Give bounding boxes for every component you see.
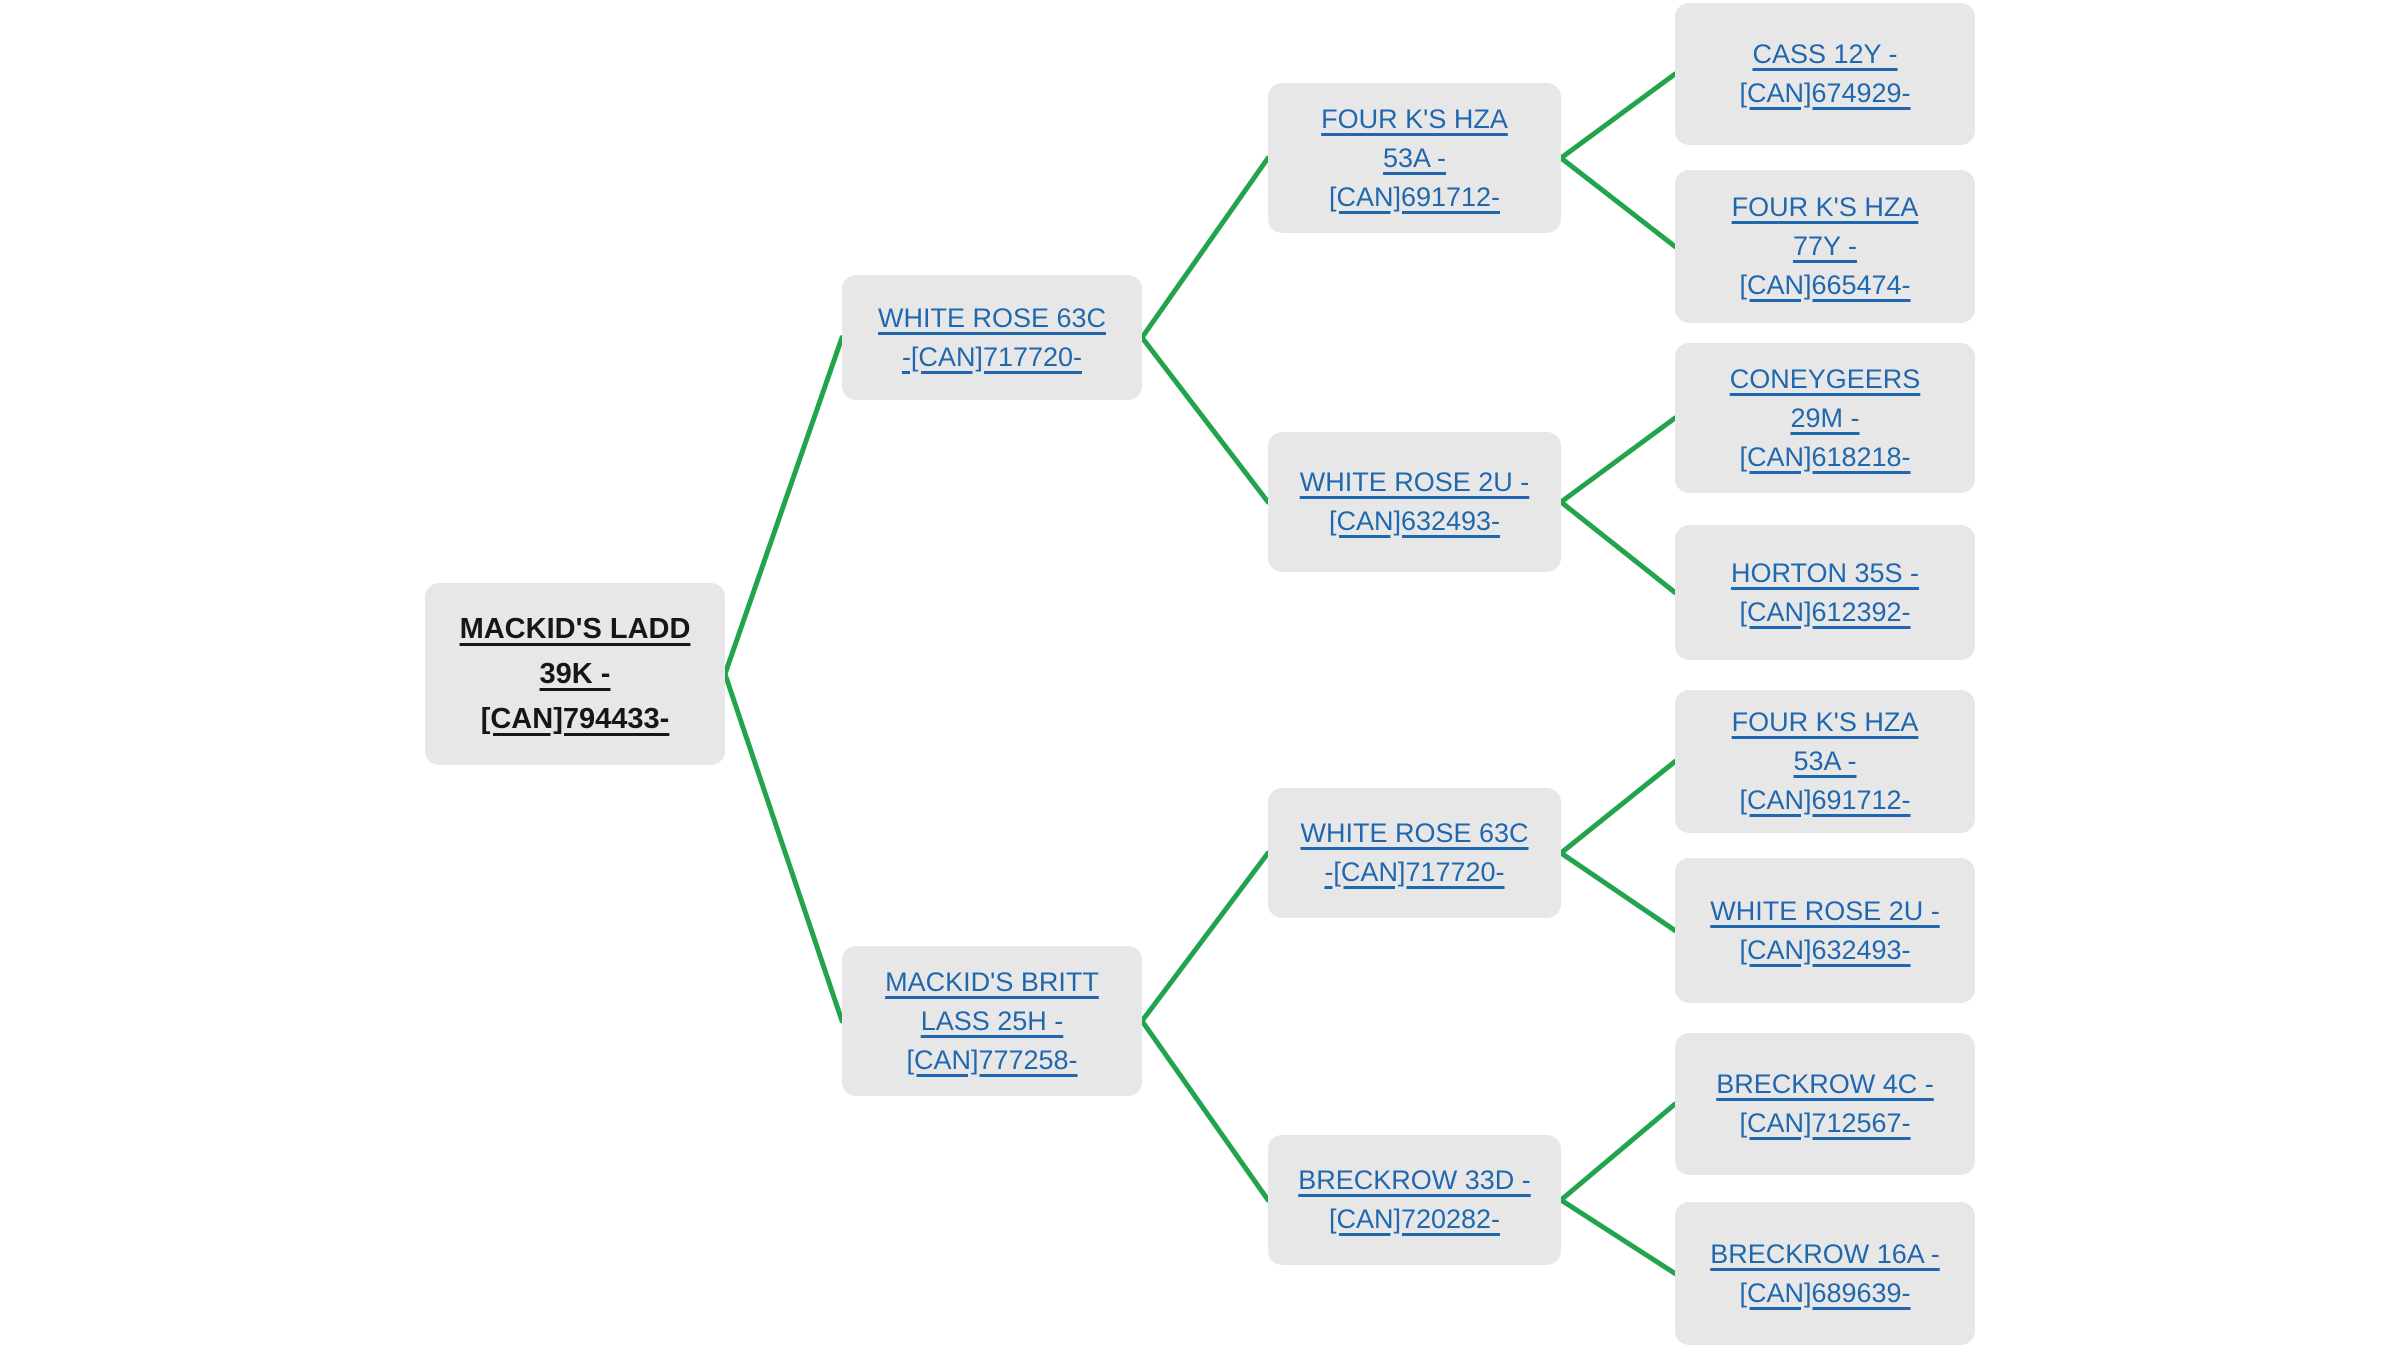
node-link-sire-sire-sire[interactable]: CASS 12Y - [CAN]674929- (1739, 39, 1911, 108)
node-link-dam-dam-sire[interactable]: BRECKROW 4C - [CAN]712567- (1716, 1069, 1934, 1138)
pedigree-node-root: MACKID'S LADD 39K - [CAN]794433- (425, 583, 725, 765)
pedigree-node-sire-sire-sire: CASS 12Y - [CAN]674929- (1675, 3, 1975, 145)
connector-line-dd-ddd (1558, 1197, 1678, 1276)
pedigree-node-sire-dam-sire: CONEYGEERS 29M - [CAN]618218- (1675, 343, 1975, 493)
pedigree-node-dam-dam: BRECKROW 33D - [CAN]720282- (1268, 1135, 1561, 1265)
connector-line-ss-sss (1558, 71, 1678, 161)
connector-line-dam-ds (1139, 850, 1271, 1024)
connector-line-dam-dd (1139, 1018, 1271, 1203)
node-link-sire-sire[interactable]: FOUR K'S HZA 53A - [CAN]691712- (1321, 103, 1508, 212)
node-link-sire-dam-sire[interactable]: CONEYGEERS 29M - [CAN]618218- (1729, 363, 1921, 472)
pedigree-node-dam-dam-sire: BRECKROW 4C - [CAN]712567- (1675, 1033, 1975, 1175)
pedigree-node-sire-sire: FOUR K'S HZA 53A - [CAN]691712- (1268, 83, 1561, 233)
connector-line-ds-dsd (1558, 850, 1678, 933)
node-link-sire[interactable]: WHITE ROSE 63C -[CAN]717720- (877, 302, 1107, 372)
pedigree-node-sire-sire-dam: FOUR K'S HZA 77Y - [CAN]665474- (1675, 170, 1975, 323)
pedigree-node-sire-dam: WHITE ROSE 2U - [CAN]632493- (1268, 432, 1561, 572)
pedigree-node-dam-sire: WHITE ROSE 63C -[CAN]717720- (1268, 788, 1561, 918)
connector-line-root-dam (722, 671, 845, 1024)
connector-line-sd-sds (1558, 415, 1678, 505)
pedigree-node-dam-sire-sire: FOUR K'S HZA 53A - [CAN]691712- (1675, 690, 1975, 833)
connector-line-sd-sdd (1558, 499, 1678, 595)
connector-line-sire-sd (1139, 335, 1271, 505)
pedigree-node-sire-dam-dam: HORTON 35S - [CAN]612392- (1675, 525, 1975, 660)
node-link-dam[interactable]: MACKID'S BRITT LASS 25H - [CAN]777258- (885, 966, 1099, 1075)
node-link-dam-sire[interactable]: WHITE ROSE 63C -[CAN]717720- (1300, 818, 1529, 887)
node-link-dam-dam[interactable]: BRECKROW 33D - [CAN]720282- (1298, 1165, 1531, 1234)
connector-line-sire-ss (1139, 155, 1271, 340)
node-link-dam-sire-dam[interactable]: WHITE ROSE 2U - [CAN]632493- (1710, 895, 1940, 965)
connector-line-root-sire (722, 335, 845, 677)
node-link-dam-dam-dam[interactable]: BRECKROW 16A - [CAN]689639- (1710, 1238, 1940, 1308)
connector-line-ds-dss (1558, 759, 1678, 856)
connector-line-ss-ssd (1558, 155, 1678, 249)
pedigree-node-dam-sire-dam: WHITE ROSE 2U - [CAN]632493- (1675, 858, 1975, 1003)
connector-line-dd-dds (1558, 1101, 1678, 1203)
node-link-dam-sire-sire[interactable]: FOUR K'S HZA 53A - [CAN]691712- (1731, 707, 1919, 815)
pedigree-node-dam-dam-dam: BRECKROW 16A - [CAN]689639- (1675, 1202, 1975, 1345)
pedigree-node-dam: MACKID'S BRITT LASS 25H - [CAN]777258- (842, 946, 1142, 1096)
node-link-sire-dam[interactable]: WHITE ROSE 2U - [CAN]632493- (1299, 467, 1530, 536)
node-link-sire-dam-dam[interactable]: HORTON 35S - [CAN]612392- (1730, 557, 1920, 627)
node-link-sire-sire-dam[interactable]: FOUR K'S HZA 77Y - [CAN]665474- (1731, 192, 1919, 300)
pedigree-node-sire: WHITE ROSE 63C -[CAN]717720- (842, 275, 1142, 400)
node-label-root: MACKID'S LADD 39K - [CAN]794433- (459, 612, 691, 735)
